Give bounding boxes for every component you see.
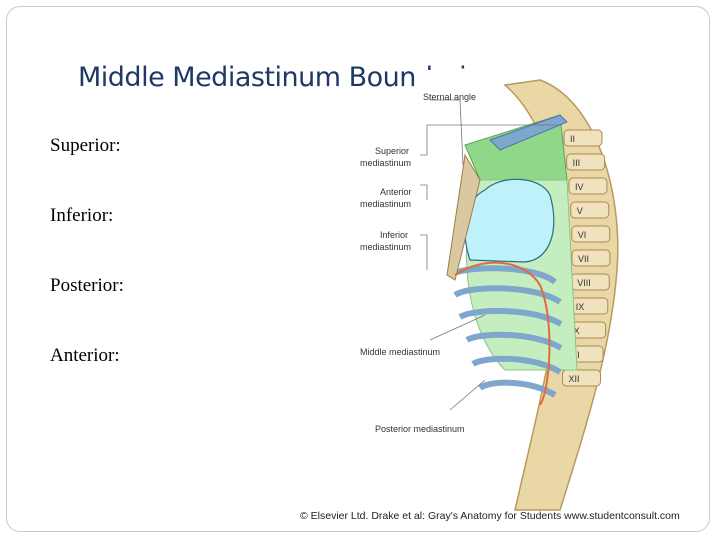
- label-superior-1: Superior: [375, 146, 409, 156]
- label-superior-2: mediastinum: [360, 158, 411, 168]
- label-middle-mediastinum: Middle mediastinum: [360, 347, 440, 357]
- vertebra-label: IX: [576, 302, 585, 312]
- vertebra-label: XII: [568, 374, 579, 384]
- vertebra-label: IV: [575, 182, 584, 192]
- vertebra-label: III: [573, 158, 581, 168]
- label-posterior-mediastinum: Posterior mediastinum: [375, 424, 465, 434]
- bullet-anterior: Anterior:: [50, 345, 120, 366]
- sternum: [446, 153, 481, 281]
- vertebra-label: X: [574, 326, 580, 336]
- vertebra-body: [571, 249, 611, 267]
- label-inferior-2: mediastinum: [360, 242, 411, 252]
- vertebra-label: II: [570, 134, 575, 144]
- vertebra-label: VII: [578, 254, 589, 264]
- vertebra-body: [570, 201, 610, 219]
- bullet-posterior: Posterior:: [50, 275, 124, 296]
- posterior-boundary-line: [454, 261, 551, 406]
- label-anterior-2: mediastinum: [360, 199, 411, 209]
- vertebra-label: VI: [578, 230, 587, 240]
- image-credit: © Elsevier Ltd. Drake et al: Gray's Anat…: [300, 510, 680, 522]
- label-anterior-1: Anterior: [380, 187, 412, 197]
- mediastinum-diagram: IIIIIIVVVIVIIVIIIIXXXIXII Sternal angle …: [360, 70, 650, 511]
- bullet-inferior: Inferior:: [50, 205, 114, 226]
- vertebra-body: [566, 153, 606, 171]
- manubrium: [489, 114, 568, 151]
- vertebra-label: V: [577, 206, 583, 216]
- label-inferior-1: Inferior: [380, 230, 408, 240]
- vertebra-body: [561, 369, 601, 387]
- bullet-superior: Superior:: [50, 135, 121, 156]
- label-sternal-angle: Sternal angle: [423, 92, 476, 102]
- vertebrae-group: IIIIIIVVVIVIIVIIIIXXXIXII: [561, 129, 611, 387]
- vertebra-body: [568, 177, 608, 195]
- leader-lines: [420, 95, 560, 411]
- vertebra-body: [571, 225, 611, 243]
- vertebra-body: [563, 129, 603, 147]
- vertebra-label: VIII: [577, 278, 591, 288]
